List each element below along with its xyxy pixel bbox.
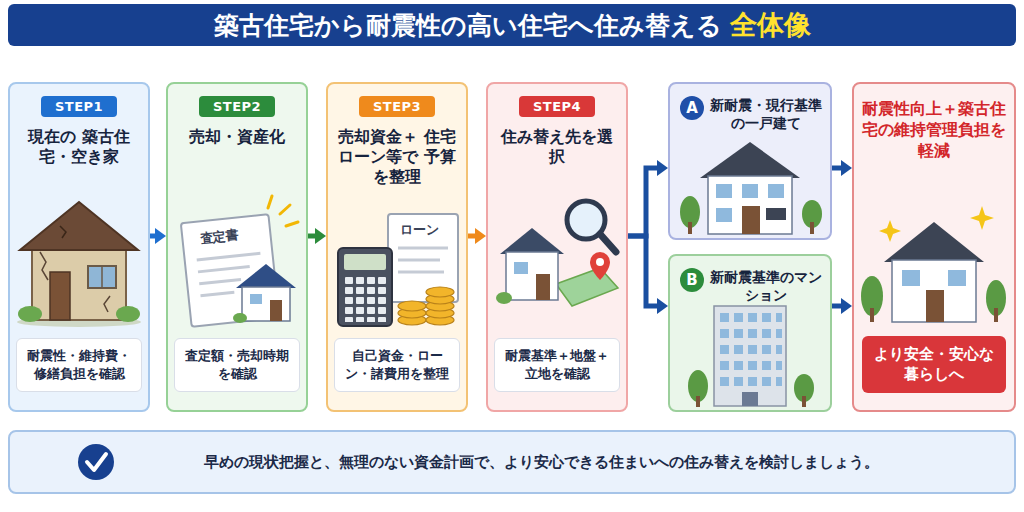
arrow-head [657,298,668,314]
flow-arrow [832,160,852,176]
flow-arrow [832,298,852,314]
check-text: 自己資金・ローン・諸費用を整理 [340,347,454,383]
step-panel: STEP4 住み替え先を選択耐震基準＋地盤＋立地を確認 [486,82,628,412]
option-box: B新耐震基準のマンション [668,254,832,412]
arrow-head [315,228,326,244]
check-box: 耐震基準＋地盤＋立地を確認 [494,338,620,392]
option-heading: 新耐震基準のマンション [710,268,822,304]
arrow-line [832,304,841,309]
title-bar: 築古住宅から耐震性の高い住宅へ住み替える全体像 [8,4,1016,46]
arrow-line [150,234,155,239]
flow-arrow [468,228,486,244]
step-panel: STEP3 売却資金＋ 住宅ローン等で 予算を整理自己資金・ローン・諸費用を整理 [326,82,468,412]
check-box: 耐震性・維持費・修繕負担を確認 [16,338,142,392]
result-heading: 耐震性向上＋築古住宅の維持管理負担を軽減 [862,98,1006,161]
option-box: A新耐震・現行基準の一戸建て [668,82,832,240]
arrow-head [657,160,668,176]
arrow-head [841,160,852,176]
check-box: 査定額・売却時期を確認 [174,338,300,392]
title-text: 築古住宅から耐震性の高い住宅へ住み替える [214,9,722,42]
arrow-head [841,298,852,314]
arrow-line [628,236,657,306]
arrow-head [155,228,166,244]
result-box: より安全・安心な暮らしへ [862,336,1006,393]
check-text: 耐震性・維持費・修繕負担を確認 [22,347,136,383]
check-text: 査定額・売却時期を確認 [180,347,294,383]
check-icon [78,444,114,480]
check-box: 自己資金・ローン・諸費用を整理 [334,338,460,392]
step-heading: 現在の 築古住宅・空き家 [10,127,148,167]
search-icons [496,201,618,306]
flow-arrow [308,228,326,244]
appraisal-document [181,196,298,327]
safe-house [861,206,1006,322]
step-panel: STEP2 売却・資産化査定額・売却時期を確認 [166,82,308,412]
option-badge: B [680,268,704,292]
detached-house [680,142,822,234]
step-pill: STEP1 [41,96,117,117]
arrow-line [832,166,841,171]
step-pill: STEP4 [519,96,595,117]
illustration-label: ローン [400,222,439,239]
option-heading: 新耐震・現行基準の一戸建て [710,96,822,132]
flow-arrow [150,228,166,244]
arrow-line [628,168,657,236]
step-heading: 住み替え先を選択 [488,127,626,167]
flow-arrow [628,160,668,236]
step-heading: 売却・資産化 [168,127,306,147]
arrow-head [475,228,486,244]
step-panel: STEP1 現在の 築古住宅・空き家耐震性・維持費・修繕負担を確認 [8,82,150,412]
summary-band: 早めの現状把握と、無理のない資金計画で、より安心できる住まいへの住み替えを検討し… [8,430,1016,494]
step-pill: STEP3 [359,96,435,117]
summary-text: 早めの現状把握と、無理のない資金計画で、より安心できる住まいへの住み替えを検討し… [204,453,879,472]
apartment-building [688,306,814,407]
option-badge: A [680,96,704,120]
arrow-line [308,234,315,239]
budget-icons [338,214,458,326]
old-house [17,202,141,327]
arrow-line [468,234,475,239]
step-heading: 売却資金＋ 住宅ローン等で 予算を整理 [328,127,466,187]
title-accent: 全体像 [730,7,811,43]
flow-arrow [628,236,668,314]
result-text: より安全・安心な暮らしへ [868,344,1000,385]
check-text: 耐震基準＋地盤＋立地を確認 [500,347,614,383]
result-panel: 耐震性向上＋築古住宅の維持管理負担を軽減より安全・安心な暮らしへ [852,82,1016,412]
step-pill: STEP2 [199,96,275,117]
